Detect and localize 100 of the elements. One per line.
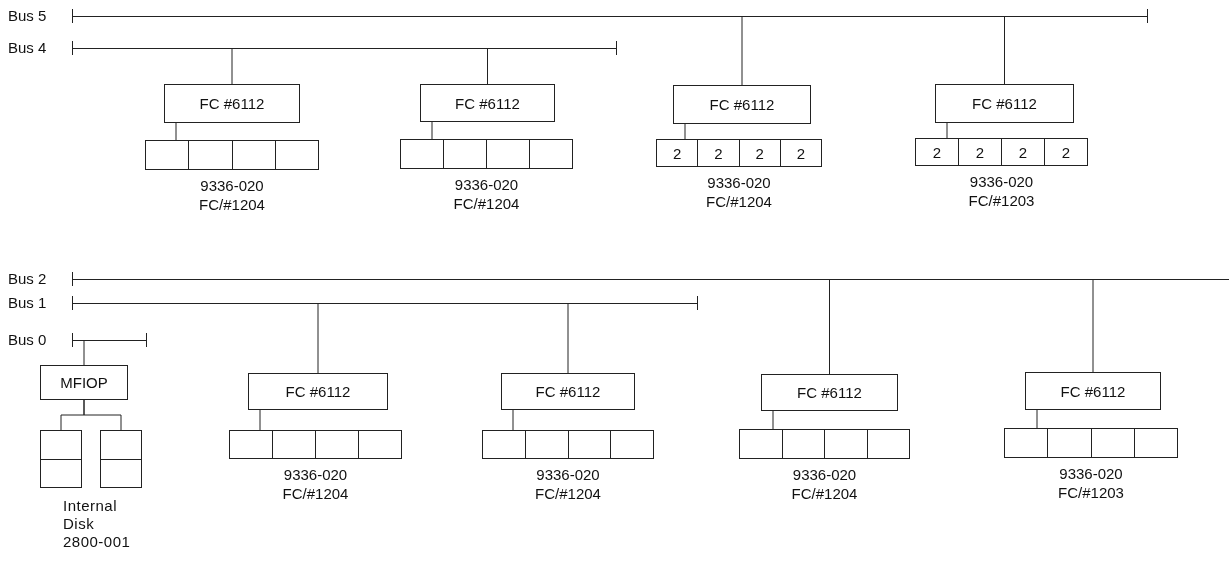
disk-slot (274, 140, 319, 170)
connector-line (1036, 409, 1038, 429)
disk-unit (739, 429, 910, 459)
connector-line (829, 278, 830, 375)
disk-slot (1133, 428, 1178, 458)
controller-box (1025, 372, 1161, 410)
disk-slot (1090, 428, 1135, 458)
disk-unit (482, 430, 654, 459)
unit-caption: 9336-020 (792, 465, 857, 484)
bus-label: Bus 4 (8, 40, 47, 56)
disk-slot (610, 430, 654, 459)
controller-box (935, 84, 1074, 123)
controller-label: FC #6112 (535, 383, 601, 400)
connector-line (1092, 278, 1094, 373)
slot-count: 2 (714, 144, 723, 162)
connector-line (231, 47, 233, 85)
controller-box (420, 84, 555, 122)
unit-caption: 9336-020 (707, 173, 771, 192)
disk-slot (272, 430, 316, 459)
bus-line (8, 8, 1148, 24)
disk-slot (958, 138, 1002, 166)
controller-label: MFIOP (60, 374, 108, 391)
disk-slot (529, 139, 573, 169)
disk-slot (145, 140, 190, 170)
controller-label: FC #6112 (199, 95, 265, 112)
connector-line (772, 410, 774, 430)
controller-label: FC #6112 (455, 94, 520, 112)
connector-line (684, 123, 686, 140)
unit-caption: FC/#1204 (791, 484, 858, 503)
connector-line (259, 409, 261, 431)
connector-line (567, 302, 569, 374)
connector-line (512, 409, 514, 431)
disk-slot (779, 139, 822, 167)
controller-box (673, 85, 811, 124)
unit-caption: FC/#1204 (282, 484, 349, 503)
disk-slot (1004, 428, 1049, 458)
connector-line (741, 15, 743, 86)
disk-unit (656, 139, 822, 167)
disk-unit (1004, 428, 1178, 458)
slot-count: 2 (1061, 143, 1071, 161)
disk-note: Internal Disk 2800-001 (63, 497, 132, 551)
disk-slot (1047, 428, 1092, 458)
unit-caption: 9336-020 (969, 172, 1034, 191)
bus-line (8, 295, 698, 311)
disk-slot (524, 430, 569, 459)
unit-caption: 9336-020 (283, 465, 348, 484)
unit-caption: 9336-020 (200, 176, 264, 195)
disk-unit (229, 430, 402, 459)
disk-unit (915, 138, 1088, 166)
bus-line (8, 332, 147, 348)
connector-line (487, 47, 488, 85)
unit-caption: 9336-020 (1059, 464, 1123, 483)
connector-line (83, 339, 85, 366)
bus-line (8, 271, 1229, 287)
controller-label: FC #6112 (1060, 382, 1126, 400)
disk-slot (400, 139, 444, 169)
disk-slot (866, 429, 910, 459)
disk-drive (100, 430, 142, 488)
disk-slot (482, 430, 526, 459)
disk-slot (656, 139, 699, 167)
controller-box (164, 84, 300, 123)
disk-slot (229, 430, 273, 459)
disk-unit (400, 139, 573, 169)
controller-label: FC #6112 (709, 96, 775, 113)
disk-slot (1044, 138, 1088, 166)
unit-caption: FC/#1204 (453, 194, 520, 213)
slot-count: 2 (1018, 143, 1028, 161)
disk-drive (40, 430, 82, 488)
unit-caption: FC/#1204 (199, 195, 265, 214)
connector-line (175, 122, 177, 141)
unit-caption: FC/#1204 (706, 192, 772, 211)
controller-label: FC #6112 (797, 384, 862, 401)
slot-count: 2 (796, 144, 806, 162)
controller-box (248, 373, 388, 410)
unit-caption: 9336-020 (536, 465, 600, 484)
disk-slot (1001, 138, 1045, 166)
connector-line (946, 122, 948, 139)
controller-box (501, 373, 635, 410)
controller-box (761, 374, 898, 411)
connector-line (83, 399, 122, 431)
unit-caption: 9336-020 (454, 175, 519, 194)
unit-caption: FC/#1203 (968, 191, 1035, 210)
disk-slot (486, 139, 530, 169)
bus-label: Bus 0 (8, 332, 47, 348)
slot-count: 2 (975, 143, 985, 161)
disk-slot (739, 429, 783, 459)
disk-slot (443, 139, 487, 169)
bus-label: Bus 5 (8, 8, 47, 24)
disk-slot (315, 430, 359, 459)
slot-count: 2 (672, 144, 682, 162)
bus-line (8, 40, 617, 56)
bus-label: Bus 2 (8, 271, 47, 287)
disk-slot (738, 139, 781, 167)
disk-slot (188, 140, 233, 170)
unit-caption: FC/#1204 (535, 484, 601, 503)
disk-slot (824, 429, 868, 459)
disk-slot (567, 430, 612, 459)
unit-caption: FC/#1203 (1058, 483, 1124, 502)
slot-count: 2 (932, 143, 942, 161)
connector-line (1004, 15, 1005, 85)
